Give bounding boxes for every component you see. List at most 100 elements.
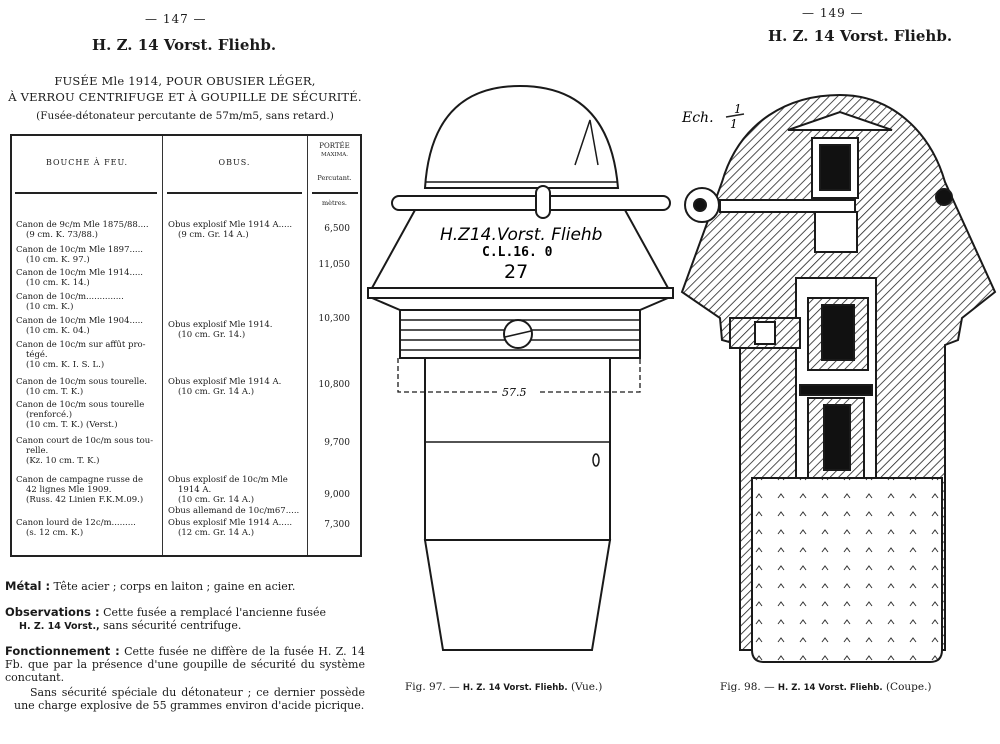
header-percutant: Percutant. — [317, 174, 352, 182]
fig98-upper-pellet — [819, 144, 851, 191]
fig97-tail — [423, 539, 612, 651]
gun-entry-line: (Kz. 10 cm. T. K.) — [26, 456, 100, 466]
range-value: 7,300 — [324, 520, 350, 530]
range-value: 9,000 — [324, 490, 350, 500]
gun-entry-line: Canon de 10c/m Mle 1897..... — [16, 245, 144, 255]
shell-entry-line: Obus allemand de 10c/m67..... — [168, 506, 300, 516]
gun-entry-line: Canon de 10c/m sous tourelle. — [16, 377, 148, 387]
fig98-fuze-section — [680, 93, 997, 663]
subtitle-line3: (Fusée-détonateur percutante de 57m/m5, … — [36, 110, 334, 122]
shell-entry-line: Obus explosif Mle 1914 A. — [168, 377, 282, 387]
shell-entry-line: (12 cm. Gr. 14 A.) — [178, 528, 255, 538]
metal-label: Métal : — [5, 579, 51, 593]
gun-entry-line: tégé. — [26, 350, 48, 360]
page-number-right: — 149 — — [802, 6, 864, 20]
shell-entry-line: (10 cm. Gr. 14 A.) — [178, 387, 255, 397]
observations-text: Cette fusée a remplacé l'ancienne fusée — [103, 606, 327, 619]
fonctionnement-paragraph-2: Sans sécurité spéciale du détonateur ; c… — [14, 686, 365, 712]
fig97-marking-line3: 27 — [504, 261, 528, 283]
header-bouche-a-feu: BOUCHE À FEU. — [45, 158, 129, 167]
gun-entry-line: (renforcé.) — [26, 410, 73, 420]
fonctionnement-text: Cette fusée ne diffère de la fusée H. Z.… — [5, 645, 365, 684]
gun-entry-line: Canon de 10c/m Mle 1904..... — [16, 316, 144, 326]
range-value: 9,700 — [324, 438, 350, 448]
fig98-scale-num: 1 — [734, 102, 742, 116]
shell-entry: Obus allemand de 10c/m67..... — [168, 506, 299, 516]
shell-entry: Obus explosif Mle 1914 A.....(12 cm. Gr.… — [168, 518, 292, 538]
gun-entry-line: Canon de campagne russe de — [16, 475, 144, 485]
gun-entry-line: (10 cm. T. K.) — [26, 387, 84, 397]
fig98-caption-prefix: Fig. 98. — — [720, 681, 775, 693]
column-divider — [307, 136, 308, 555]
header-portee: PORTÉE — [319, 142, 350, 150]
shell-entry-line: Obus explosif de 10c/m Mle — [168, 475, 288, 485]
gun-entry-line: (10 cm. K. 14.) — [26, 278, 90, 288]
gun-entry: Canon de 10c/m Mle 1904.....(10 cm. K. 0… — [16, 316, 143, 336]
gun-entry-line: (10 cm. K. 97.) — [26, 255, 90, 265]
gun-entry-line: (10 cm. K. 04.) — [26, 326, 90, 336]
gun-entry-line: (s. 12 cm. K.) — [26, 528, 84, 538]
shell-entry-line: (10 cm. Gr. 14.) — [178, 330, 246, 340]
metal-paragraph: Métal : Tête acier ; corps en laiton ; g… — [5, 579, 365, 594]
fonctionnement-paragraph: Fonctionnement : Cette fusée ne diffère … — [5, 644, 365, 685]
range-table: BOUCHE À FEU. OBUS. PORTÉE MAXIMA. Percu… — [10, 134, 362, 557]
gun-entry-line: (10 cm. K. I. S. L.) — [26, 360, 105, 370]
gun-entry-line: (Russ. 42 Linien F.K.M.09.) — [26, 495, 144, 505]
page-title-left: H. Z. 14 Vorst. Fliehb. — [92, 36, 277, 54]
fig98-lower-charge — [823, 404, 851, 471]
shell-entry-line: Obus explosif Mle 1914 A..... — [168, 518, 293, 528]
shell-entry: Obus explosif Mle 1914 A.(10 cm. Gr. 14 … — [168, 377, 281, 397]
fig98-scale-label: Ech. — [681, 110, 714, 126]
fig97-nose-cap — [423, 84, 620, 189]
fig97-caption-bold: H. Z. 14 Vorst. Fliehb. — [462, 683, 568, 693]
gun-entry-line: Canon de 10c/m sur affût pro- — [16, 340, 146, 350]
observations-bold: H. Z. 14 Vorst., — [19, 621, 100, 632]
fig98-caption-suffix: (Coupe.) — [885, 681, 932, 693]
gun-entry: Canon court de 10c/m sous tou-relle.(Kz.… — [16, 436, 153, 466]
gun-entry-line: Canon de 10c/m Mle 1914..... — [16, 268, 144, 278]
fig97-body — [424, 357, 611, 541]
fonctionnement-label: Fonctionnement : — [5, 644, 120, 658]
gun-entry-line: Canon court de 10c/m sous tou- — [16, 436, 154, 446]
fig98-safety-pin — [719, 199, 856, 213]
header-rule — [167, 192, 302, 194]
column-divider — [162, 136, 163, 555]
gun-entry-line: relle. — [26, 446, 49, 456]
header-maxima: MAXIMA. — [320, 152, 349, 158]
fig98-scale-den: 1 — [730, 117, 738, 131]
shell-entry-line: 1914 A. — [178, 485, 212, 495]
metal-text: Tête acier ; corps en laiton ; gaine en … — [53, 580, 296, 593]
range-value: 10,300 — [318, 314, 351, 324]
gun-entry: Canon de 10c/m sous tourelle.(10 cm. T. … — [16, 377, 147, 397]
gun-entry-line: (10 cm. K.) — [26, 302, 74, 312]
observations-paragraph: Observations : Cette fusée a remplacé l'… — [5, 606, 365, 633]
fig98-detonator-capsule — [821, 304, 855, 361]
fig97-caption: Fig. 97. — H. Z. 14 Vorst. Fliehb. (Vue.… — [405, 681, 602, 693]
fig97-marking-line1: H.Z14.Vorst. Fliehb — [440, 225, 602, 245]
shell-entry-line: (10 cm. Gr. 14 A.) — [178, 495, 255, 505]
gun-entry-line: Canon de 10c/m sous tourelle — [16, 400, 145, 410]
fig97-caption-prefix: Fig. 97. — — [405, 681, 460, 693]
gun-entry: Canon de 9c/m Mle 1875/88....(9 cm. K. 7… — [16, 220, 149, 240]
range-value: 10,800 — [318, 380, 351, 390]
page-number-left: — 147 — — [145, 12, 207, 26]
gun-entry-line: Canon lourd de 12c/m......... — [16, 518, 136, 528]
fig97-marking-line2: C.L.16. 0 — [482, 245, 553, 260]
gun-entry-line: (10 cm. T. K.) (Verst.) — [26, 420, 118, 430]
gun-entry-line: (9 cm. K. 73/88.) — [26, 230, 98, 240]
gun-entry-line: Canon de 10c/m.............. — [16, 292, 124, 302]
fig97-fuze-view — [367, 84, 674, 651]
header-rule — [312, 192, 358, 194]
shell-entry-line: Obus explosif Mle 1914. — [168, 320, 273, 330]
shell-entry: Obus explosif Mle 1914 A.....(9 cm. Gr. … — [168, 220, 292, 240]
gun-entry: Canon lourd de 12c/m.........(s. 12 cm. … — [16, 518, 136, 538]
shell-entry: Obus explosif Mle 1914.(10 cm. Gr. 14.) — [168, 320, 272, 340]
observations-text2: sans sécurité centrifuge. — [103, 619, 242, 632]
gun-entry: Canon de 10c/m Mle 1914.....(10 cm. K. 1… — [16, 268, 143, 288]
subtitle-line1: FUSÉE Mle 1914, POUR OBUSIER LÉGER, — [54, 74, 316, 88]
gun-entry: Canon de 10c/m sur affût pro-tégé.(10 cm… — [16, 340, 146, 370]
header-rule — [15, 192, 157, 194]
